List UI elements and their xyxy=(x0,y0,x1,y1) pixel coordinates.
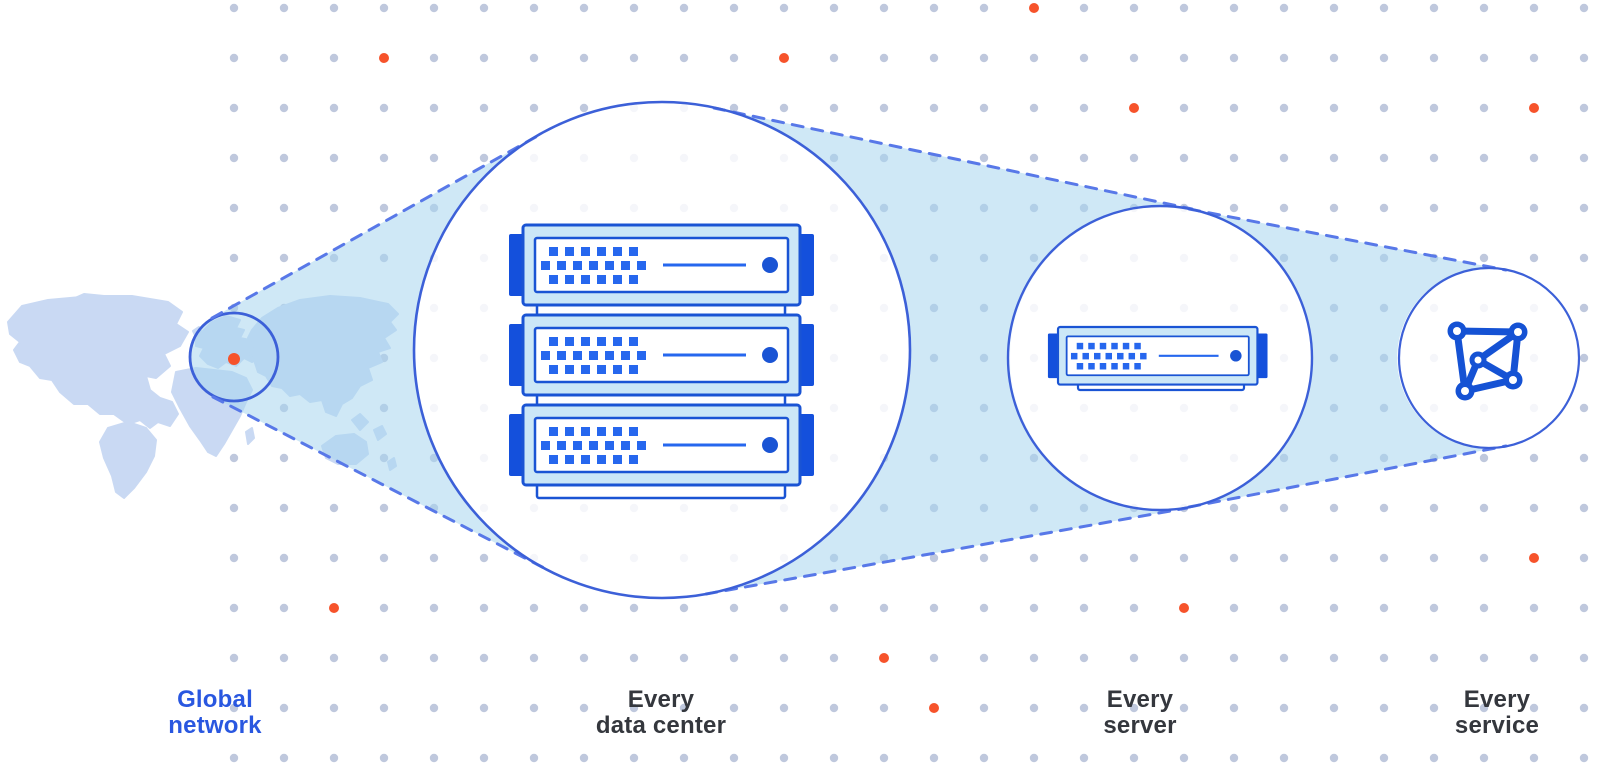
accent-dots xyxy=(329,3,1539,713)
continent-north-america xyxy=(7,295,189,429)
continent-south-america xyxy=(99,421,157,499)
label-line: network xyxy=(168,712,262,739)
server-rack-stack-icon xyxy=(507,223,816,500)
label-line: Every xyxy=(1106,686,1174,713)
location-marker-icon xyxy=(228,353,240,365)
server-unit-icon xyxy=(1046,325,1269,392)
zoom-beams xyxy=(189,108,1506,594)
mesh-nodes xyxy=(1447,321,1528,401)
label-every-server: Every server xyxy=(1020,687,1260,739)
label-every-data-center: Every data center xyxy=(541,687,781,739)
label-line: Every xyxy=(627,686,695,713)
beam-datacenter-to-server xyxy=(706,108,1192,594)
server-circle xyxy=(1006,204,1314,512)
label-line: server xyxy=(1103,712,1177,739)
network-mesh-icon xyxy=(1447,321,1528,401)
service-circle xyxy=(1397,266,1581,450)
label-line: Global xyxy=(177,686,253,713)
beam-server-to-service xyxy=(1189,209,1506,507)
map-highlight-circle xyxy=(188,311,280,403)
label-line: data center xyxy=(595,712,727,739)
zoom-circle-outlines xyxy=(412,100,1581,600)
beam-map-to-datacenter xyxy=(189,134,548,570)
label-line: service xyxy=(1454,712,1540,739)
label-every-service: Every service xyxy=(1377,687,1617,739)
island-madagascar xyxy=(245,427,255,445)
label-line: Every xyxy=(1463,686,1531,713)
data-center-circle xyxy=(412,100,912,600)
zoom-dashed-lines xyxy=(210,106,1508,596)
label-global-network: Global network xyxy=(95,687,335,739)
